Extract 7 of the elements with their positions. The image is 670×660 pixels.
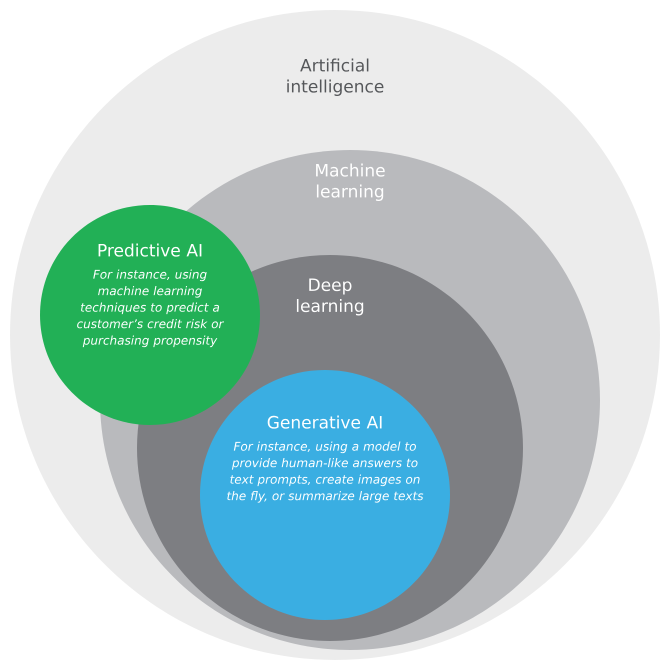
heading: Generative AI xyxy=(268,416,382,429)
description: For instance, using a model to provide human-like answers to text prompts, create images on the fly, or summarize large texts xyxy=(227,442,424,503)
heading: Artificial intelligence xyxy=(287,58,384,96)
heading: Predictive AI xyxy=(98,244,202,257)
heading: Machine learning xyxy=(316,164,385,201)
description: For instance, using machine learning techniques to predict a customer’s credit risk or purchasing propensity xyxy=(77,270,224,348)
heading: Deep learning xyxy=(296,278,364,316)
